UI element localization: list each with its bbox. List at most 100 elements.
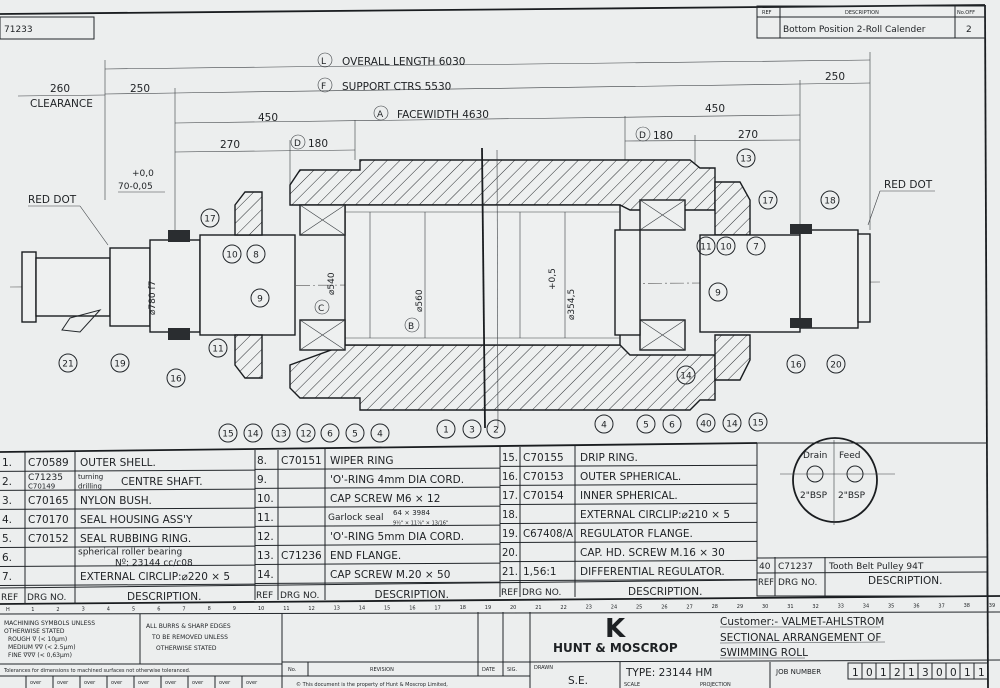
- callout-number: 2: [493, 426, 499, 436]
- row-divider: [0, 545, 256, 548]
- grid-number: 6: [157, 606, 160, 612]
- callout-number: 1: [443, 426, 449, 436]
- callout-circle: [736, 148, 756, 168]
- grid-number: 20: [510, 605, 516, 611]
- sheet-ref: 71233: [4, 25, 33, 35]
- callout-balloon: 6: [662, 414, 682, 434]
- job-digit: 0: [950, 667, 957, 679]
- row-divider: [499, 483, 758, 486]
- port-feed: Feed: [839, 451, 860, 461]
- sheet-ref-box: 71233: [0, 16, 95, 40]
- over-cell: over: [30, 680, 42, 686]
- row-divider: [499, 559, 758, 563]
- header-ref: REF: [501, 588, 518, 598]
- callout-number: 6: [669, 421, 675, 431]
- part-ref: 20.: [502, 547, 518, 559]
- row-divider: [499, 464, 758, 467]
- row-divider: [254, 562, 501, 565]
- callout-balloon: 7: [746, 236, 766, 256]
- job-digit: 1: [908, 667, 915, 679]
- part-description: DRIP RING.: [580, 452, 638, 464]
- grid-number: 27: [686, 604, 692, 610]
- clearance-value: 260: [50, 83, 70, 95]
- machining-medium: MEDIUM ∇∇ (< 2.5µm): [8, 644, 76, 651]
- grid-number: 1: [31, 607, 34, 613]
- header-description: DESCRIPTION.: [127, 591, 201, 603]
- callout-balloon: 18: [820, 190, 840, 210]
- parts-list: [0, 442, 1000, 605]
- part-description-2: 64 × 3984: [393, 509, 431, 517]
- support-tag: F: [321, 82, 326, 92]
- grid-number: 30: [762, 604, 768, 610]
- row-divider: [254, 467, 501, 470]
- row-divider: [254, 486, 501, 489]
- part-ref: 14.: [257, 569, 274, 581]
- copyright-note: © This document is the property of Hunt …: [296, 681, 448, 688]
- burrs-line-2: TO BE REMOVED UNLESS: [151, 634, 228, 641]
- grid-number: 24: [611, 605, 617, 611]
- callout-number: 9: [715, 289, 721, 299]
- facewidth-tag: A: [377, 110, 384, 120]
- grid-number: 17: [434, 605, 440, 611]
- port-detail: Drain Feed 2"BSP 2"BSP: [780, 437, 895, 525]
- row-divider: [254, 505, 501, 508]
- part-drg-no: C71236: [281, 550, 322, 562]
- part-description: OUTER SPHERICAL.: [580, 471, 681, 483]
- over-cell: over: [111, 680, 123, 686]
- callout-balloon: 21: [58, 353, 78, 373]
- callout-balloon: 2: [486, 419, 506, 439]
- callout-balloon: 10: [222, 244, 242, 264]
- red-dot-right: RED DOT: [884, 179, 933, 191]
- part-ref: 8.: [257, 455, 267, 467]
- part-drg-no: C70155: [523, 452, 564, 464]
- header-description: DESCRIPTION.: [628, 586, 702, 598]
- machining-line-2: OTHERWISE STATED: [4, 628, 65, 635]
- part-description-3: 9½" × 11⅞" × 13/16": [393, 520, 448, 527]
- row-divider: [0, 564, 256, 567]
- callout-circle: [218, 423, 238, 443]
- callout-balloon: 15: [218, 423, 238, 443]
- callout-number: 5: [643, 421, 649, 431]
- header-drg-no: DRG NO.: [280, 591, 319, 601]
- part-ref: 13.: [257, 550, 274, 562]
- callout-number: 3: [469, 426, 475, 436]
- d-tag-right: D: [639, 131, 646, 141]
- callout-balloon: 14: [243, 423, 263, 443]
- part-description: END FLANGE.: [330, 550, 401, 562]
- callout-circle: [758, 190, 778, 210]
- grid-number: 13: [334, 606, 340, 612]
- callout-number: 12: [300, 430, 311, 440]
- header-description: DESCRIPTION.: [375, 589, 449, 601]
- over-cell: over: [165, 680, 177, 686]
- part-description: WIPER RING: [330, 455, 393, 467]
- callout-balloon: 20: [826, 354, 846, 374]
- callout-circle: [486, 419, 506, 439]
- callout-balloon: 8: [246, 244, 266, 264]
- callout-balloon: 16: [166, 368, 186, 388]
- grid-number: 25: [636, 605, 642, 611]
- drawing-title-line-1: SECTIONAL ARRANGEMENT OF: [720, 632, 881, 644]
- company-name: HUNT & MOSCROP: [553, 641, 678, 655]
- callout-number: 18: [824, 197, 836, 207]
- callout-number: 7: [753, 243, 759, 253]
- drawn-label: DRAWN: [534, 665, 553, 671]
- job-digit: 1: [852, 667, 859, 679]
- dim-270-right: 270: [738, 129, 758, 141]
- part-description: CAP SCREW M6 × 12: [330, 493, 440, 505]
- callout-number: 16: [790, 361, 802, 371]
- part-ref: 6.: [2, 552, 12, 564]
- callout-circle: [722, 413, 742, 433]
- grid-number: 14: [359, 606, 365, 612]
- callout-balloon: 17: [200, 208, 220, 228]
- callout-circle: [636, 414, 656, 434]
- callout-number: 6: [327, 430, 333, 440]
- callout-balloon: 14: [676, 365, 696, 385]
- roll-section-view: ⌀780 f7 C ⌀540 B ⌀560 +0,5 ⌀354,5: [9, 147, 881, 429]
- row-divider: [499, 521, 758, 525]
- part-drg-no-2: C70149: [28, 483, 55, 491]
- dia-560: ⌀560: [415, 289, 425, 312]
- callout-balloon: 3: [462, 419, 482, 439]
